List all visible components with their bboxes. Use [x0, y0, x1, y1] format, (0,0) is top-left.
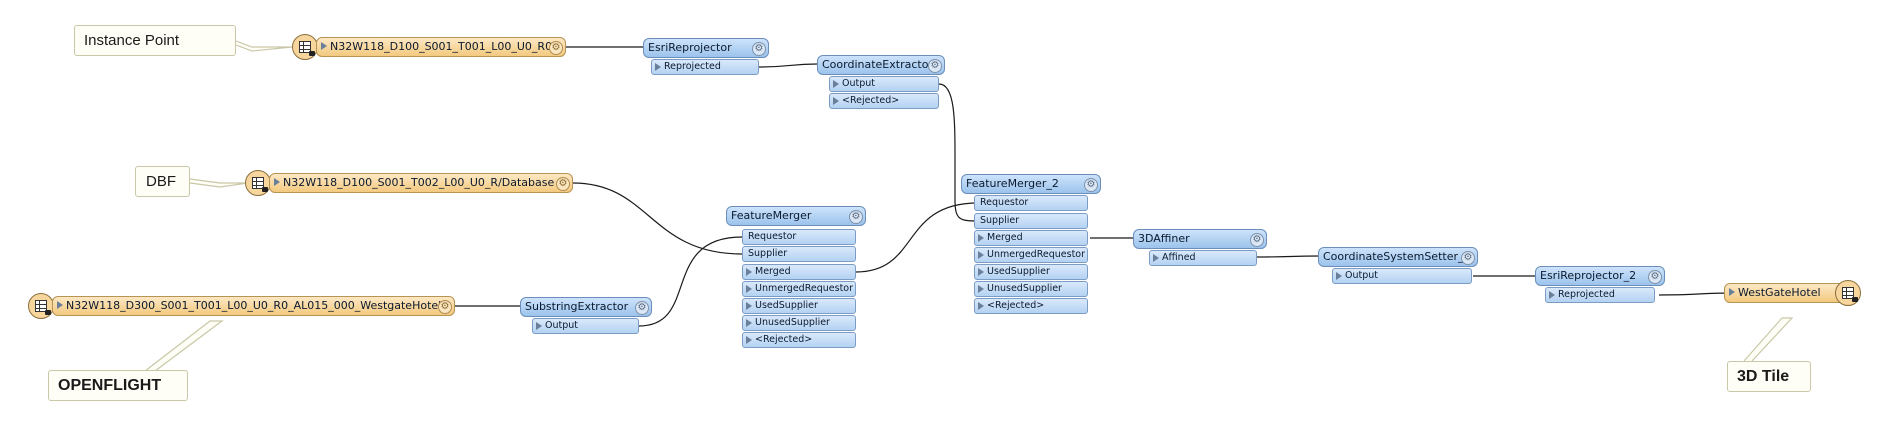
transformer-title: FeatureMerger	[731, 209, 812, 222]
writer-name: WestGateHotel	[1738, 286, 1821, 299]
database-reader-icon	[292, 34, 318, 60]
output-arrow-icon	[57, 301, 63, 309]
annotation-openflight[interactable]: OPENFLIGHT	[48, 370, 188, 401]
gear-icon[interactable]: ⚙	[928, 59, 942, 73]
port-arrow-icon	[746, 319, 752, 327]
wire-substring-to-fm-requestor	[638, 236, 743, 327]
port-supplier[interactable]: Supplier	[742, 246, 856, 262]
gear-icon[interactable]: ⚙	[1648, 270, 1662, 284]
annotation-dbf[interactable]: DBF	[135, 166, 190, 197]
gear-icon[interactable]: ⚙	[1250, 233, 1264, 247]
database-reader-icon	[28, 293, 54, 319]
port-arrow-icon	[655, 63, 661, 71]
port-rejected[interactable]: <Rejected>	[974, 298, 1088, 314]
port-arrow-icon	[536, 322, 542, 330]
input-arrow-icon	[1729, 288, 1735, 296]
transformer-title: 3DAffiner	[1138, 232, 1190, 245]
port-arrow-icon	[978, 302, 984, 310]
port-unused-supplier[interactable]: UnusedSupplier	[974, 281, 1088, 297]
port-arrow-icon	[833, 97, 839, 105]
port-unmerged-requestor[interactable]: UnmergedRequestor	[974, 247, 1088, 263]
port-output[interactable]: Output	[532, 318, 639, 334]
wire-dbf-to-fm-supplier	[572, 182, 743, 255]
port-used-supplier[interactable]: UsedSupplier	[974, 264, 1088, 280]
wire-fm-merged-to-fm2-requestor	[855, 202, 979, 273]
port-arrow-icon	[746, 285, 752, 293]
reader-name: N32W118_D100_S001_T001_L00_U0_R0	[330, 40, 553, 53]
port-merged[interactable]: Merged	[742, 264, 856, 280]
gear-icon[interactable]: ⚙	[1084, 178, 1098, 192]
port-arrow-icon	[978, 268, 984, 276]
output-arrow-icon	[321, 42, 327, 50]
port-arrow-icon	[978, 285, 984, 293]
port-arrow-icon	[1336, 272, 1342, 280]
transformer-title: FeatureMerger_2	[966, 177, 1059, 190]
reader-name: N32W118_D300_S001_T001_L00_U0_R0_AL015_0…	[66, 299, 442, 312]
transformer-title: EsriReprojector	[648, 41, 732, 54]
port-arrow-icon	[1153, 254, 1159, 262]
annotation-instance-point[interactable]: Instance Point	[74, 25, 236, 56]
port-unmerged-requestor[interactable]: UnmergedRequestor	[742, 281, 856, 297]
port-arrow-icon	[978, 251, 984, 259]
port-used-supplier[interactable]: UsedSupplier	[742, 298, 856, 314]
gear-icon[interactable]: ⚙	[1461, 251, 1475, 265]
port-arrow-icon	[746, 302, 752, 310]
port-arrow-icon	[1549, 291, 1555, 299]
annotation-3d-tile[interactable]: 3D Tile	[1727, 361, 1811, 392]
port-output[interactable]: Output	[829, 76, 939, 92]
port-affined[interactable]: Affined	[1149, 250, 1257, 266]
wire-esri-to-coordextract	[758, 63, 818, 68]
transformer-title: EsriReprojector_2	[1540, 269, 1637, 282]
port-unused-supplier[interactable]: UnusedSupplier	[742, 315, 856, 331]
transformer-title: CoordinateSystemSetter_5	[1323, 250, 1471, 263]
gear-icon[interactable]: ⚙	[752, 42, 766, 56]
reader-name: N32W118_D100_S001_T002_L00_U0_R/Database	[283, 176, 555, 189]
gear-icon[interactable]: ⚙	[556, 177, 570, 191]
port-arrow-icon	[746, 268, 752, 276]
gear-icon[interactable]: ⚙	[849, 210, 863, 224]
port-supplier[interactable]: Supplier	[974, 213, 1088, 229]
port-arrow-icon	[978, 234, 984, 242]
port-output[interactable]: Output	[1332, 268, 1472, 284]
output-arrow-icon	[274, 178, 280, 186]
port-merged[interactable]: Merged	[974, 230, 1088, 246]
port-arrow-icon	[746, 336, 752, 344]
database-reader-icon	[245, 170, 271, 196]
transformer-title: CoordinateExtractor	[822, 58, 933, 71]
port-requestor[interactable]: Requestor	[974, 195, 1088, 211]
wire-coordextract-to-fm2-supplier	[938, 83, 979, 222]
port-requestor[interactable]: Requestor	[742, 229, 856, 245]
port-reprojected[interactable]: Reprojected	[651, 59, 759, 75]
wire-affiner-to-csetter	[1256, 255, 1321, 258]
port-reprojected[interactable]: Reprojected	[1545, 287, 1655, 303]
port-rejected[interactable]: <Rejected>	[742, 332, 856, 348]
gear-icon[interactable]: ⚙	[438, 300, 452, 314]
wire-esri2-to-writer	[1658, 292, 1731, 296]
database-writer-icon	[1835, 280, 1861, 306]
gear-icon[interactable]: ⚙	[635, 301, 649, 315]
port-arrow-icon	[833, 80, 839, 88]
port-rejected[interactable]: <Rejected>	[829, 93, 939, 109]
transformer-title: SubstringExtractor	[525, 300, 629, 313]
gear-icon[interactable]: ⚙	[549, 41, 563, 55]
